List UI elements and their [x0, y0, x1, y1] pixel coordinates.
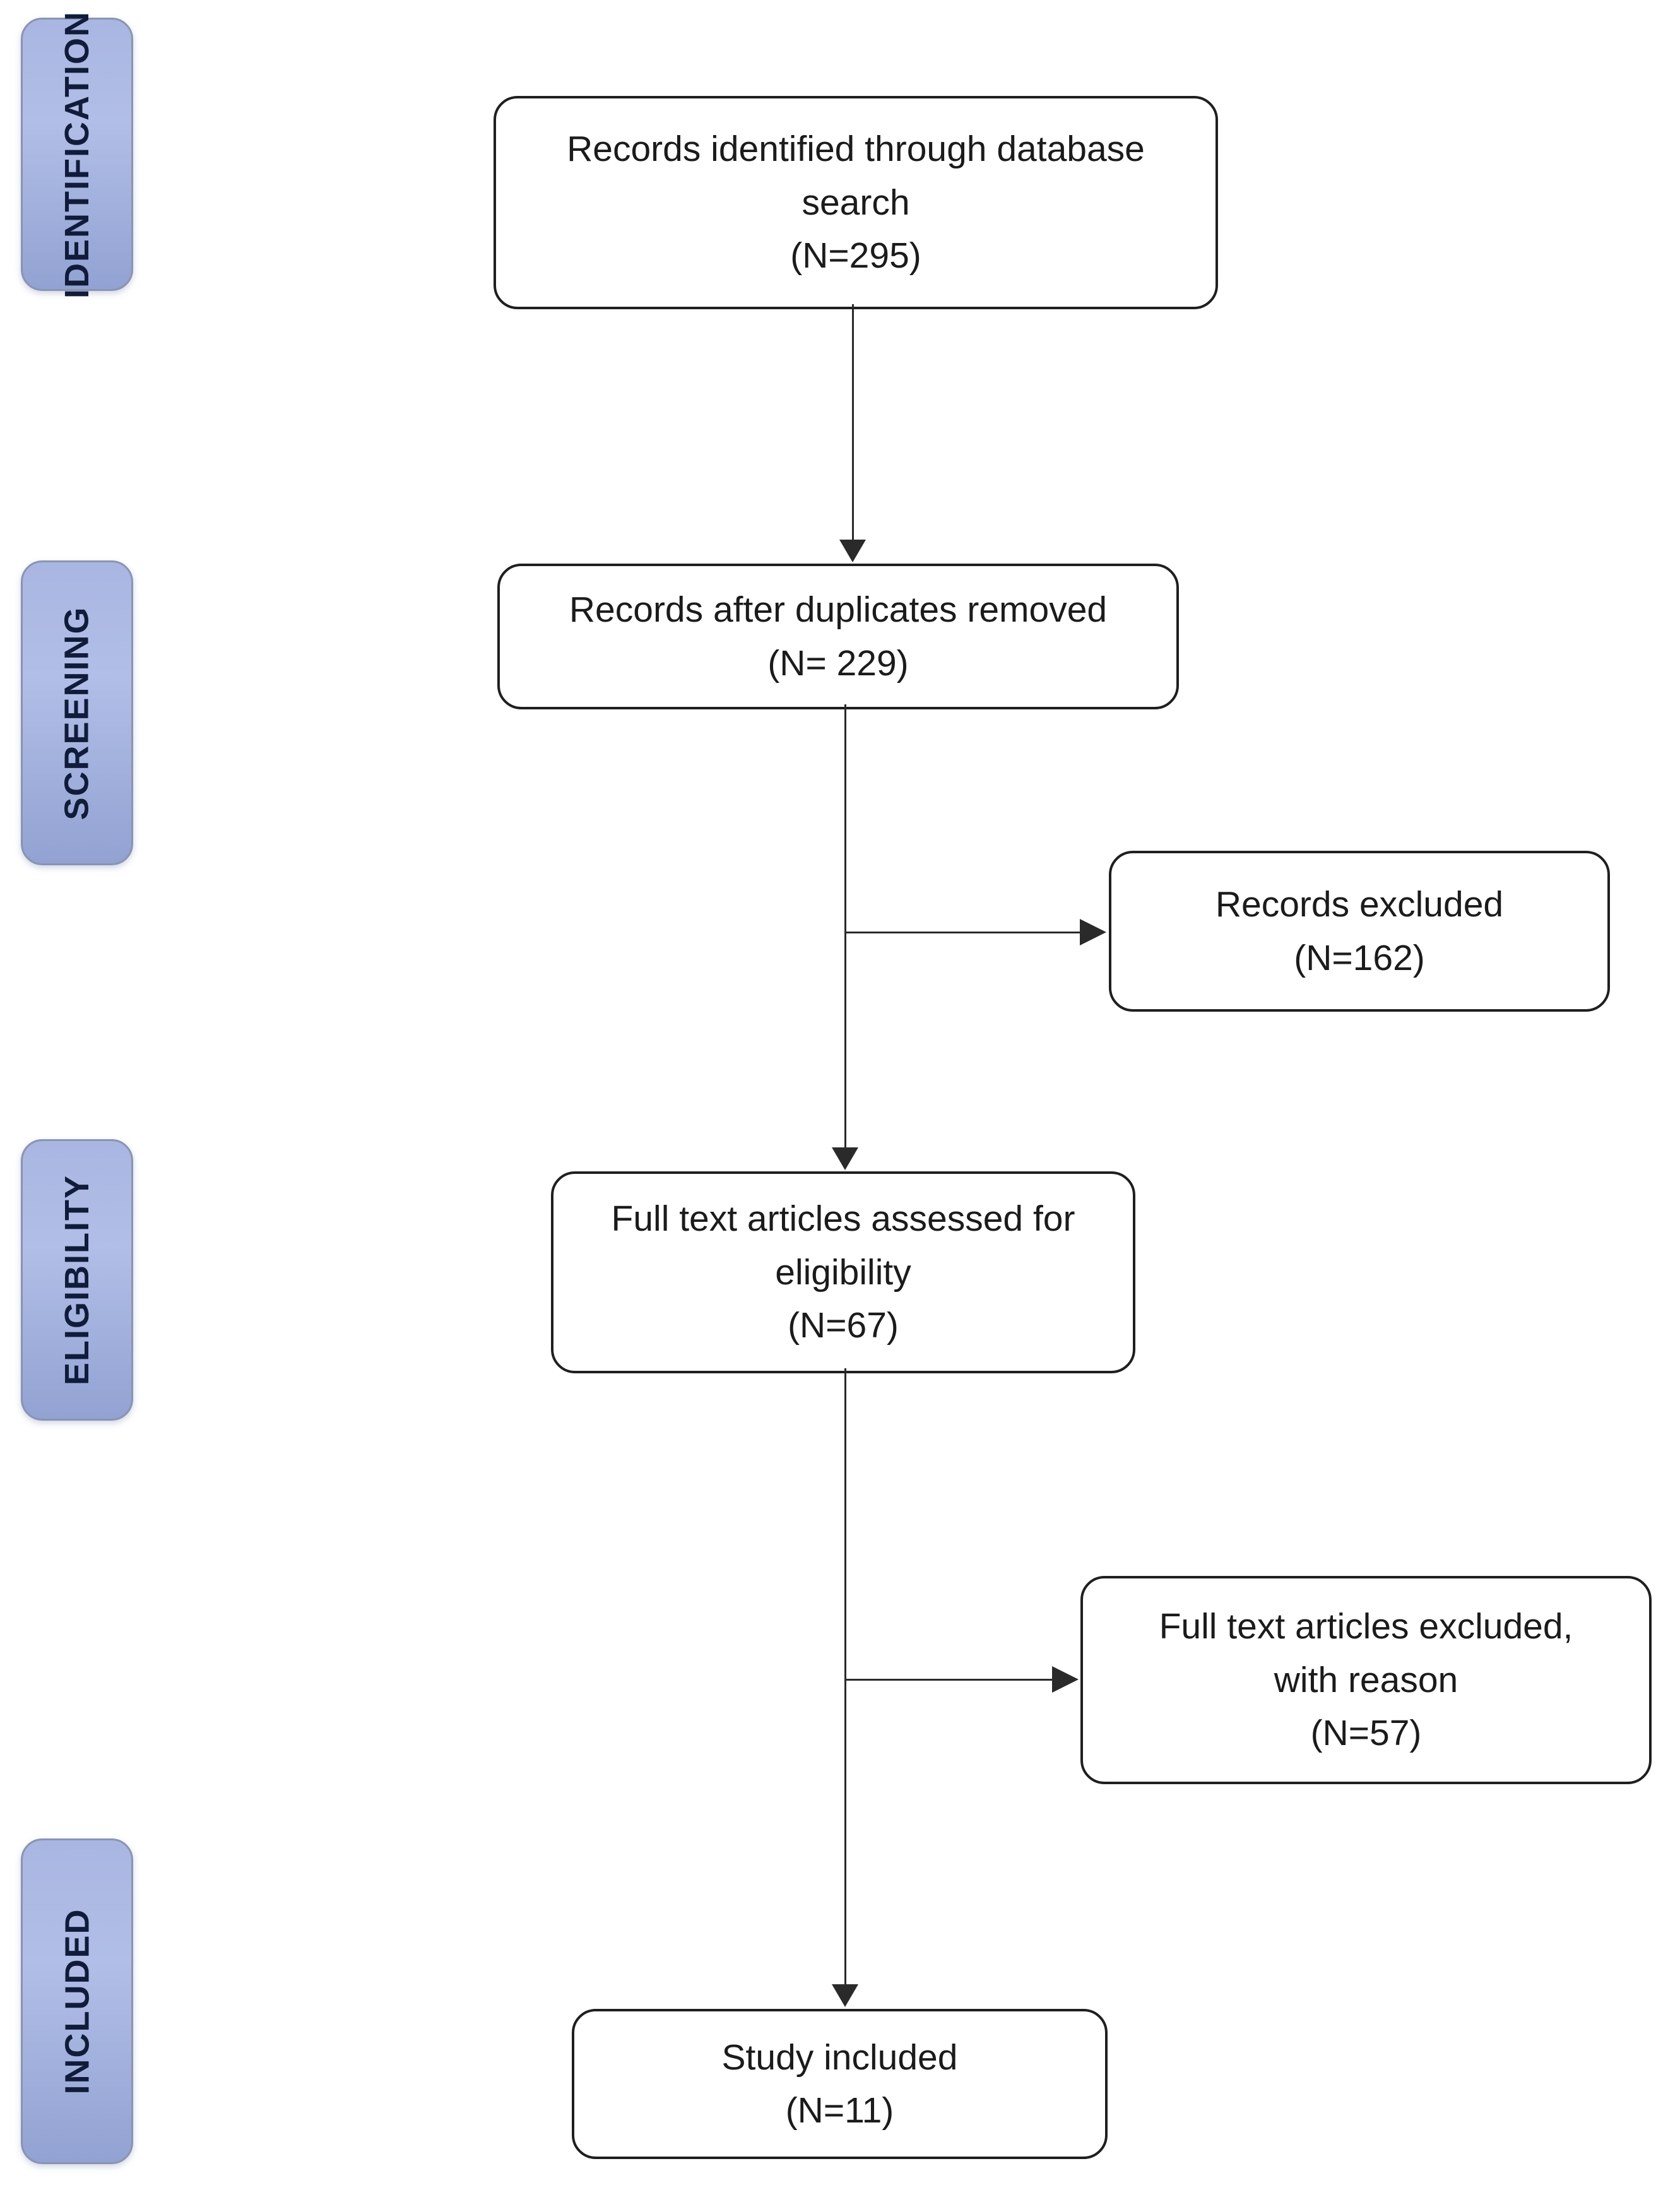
box-fulltext-assessed-text: Full text articles assessed for eligibil…: [611, 1199, 1075, 1346]
box-fulltext-excluded: Full text articles excluded, with reason…: [1080, 1576, 1652, 1784]
box-records-identified-text: Records identified through database sear…: [567, 129, 1145, 276]
arrow-identified-to-duplicates-line: [852, 304, 854, 540]
arrow-to-fulltext-excluded-line: [845, 1679, 1052, 1681]
stage-label-identification: IDENTIFICATION: [21, 11, 133, 298]
stage-label-included: INCLUDED: [21, 1838, 133, 2164]
stage-label-identification-text: IDENTIFICATION: [58, 10, 96, 299]
box-fulltext-assessed: Full text articles assessed for eligibil…: [551, 1171, 1135, 1373]
box-records-excluded-text: Records excluded (N=162): [1215, 884, 1504, 978]
box-records-excluded: Records excluded (N=162): [1109, 851, 1610, 1012]
box-fulltext-excluded-text: Full text articles excluded, with reason…: [1159, 1606, 1573, 1754]
box-study-included-text: Study included (N=11): [721, 2037, 958, 2131]
box-records-identified: Records identified through database sear…: [494, 96, 1218, 309]
arrow-assessed-to-included-line: [844, 1368, 846, 1984]
arrow-duplicates-to-assessed-line: [844, 704, 846, 1147]
stage-label-screening-text: SCREENING: [58, 605, 97, 820]
stage-label-included-text: INCLUDED: [58, 1908, 96, 2095]
arrow-identified-to-duplicates-head-icon: [839, 540, 866, 562]
box-duplicates-removed-text: Records after duplicates removed (N= 229…: [569, 589, 1108, 684]
stage-label-eligibility-text: ELIGIBILITY: [58, 1174, 97, 1386]
arrow-to-records-excluded-head-icon: [1080, 919, 1106, 945]
stage-label-screening: SCREENING: [21, 560, 133, 865]
arrow-to-fulltext-excluded-head-icon: [1052, 1666, 1079, 1693]
box-study-included: Study included (N=11): [572, 2009, 1108, 2159]
stage-label-eligibility: ELIGIBILITY: [21, 1139, 133, 1421]
box-duplicates-removed: Records after duplicates removed (N= 229…: [497, 564, 1179, 709]
arrow-to-records-excluded-line: [845, 932, 1080, 933]
arrow-duplicates-to-assessed-head-icon: [832, 1147, 858, 1170]
arrow-assessed-to-included-head-icon: [832, 1984, 858, 2007]
